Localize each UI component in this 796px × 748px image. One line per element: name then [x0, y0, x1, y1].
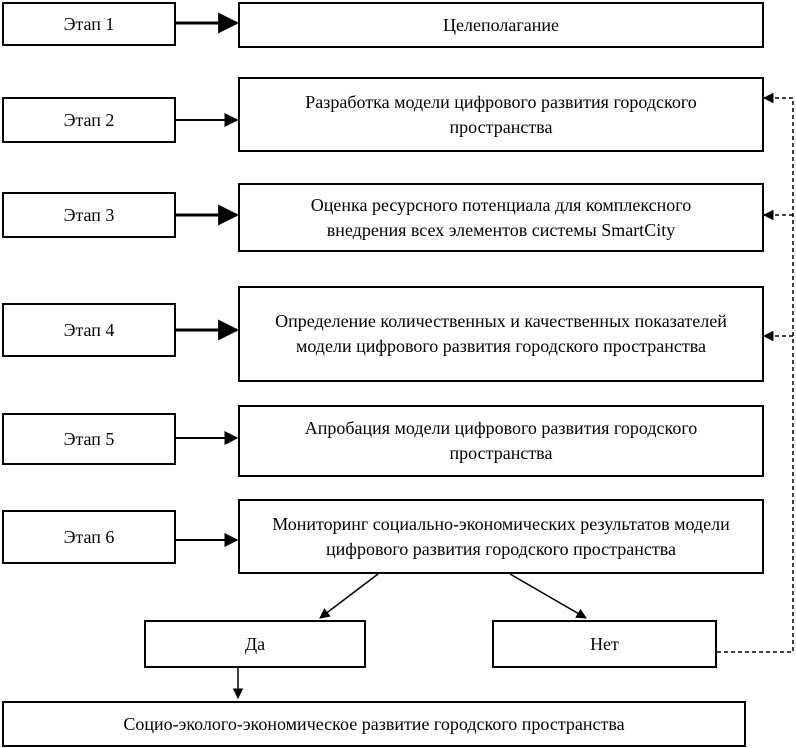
stage-4-label-text: Этап 4: [63, 319, 115, 340]
stage-6-label-text: Этап 6: [63, 526, 115, 547]
stage-6-box: Мониторинг социально-экономических резул…: [238, 499, 764, 574]
result-text: Социо-эколого-экономическое развитие гор…: [123, 713, 625, 734]
stage-5-text: Апробация модели цифрового развития горо…: [304, 418, 698, 463]
arrow-to-yes: [319, 573, 379, 619]
stage-6-label: Этап 6: [2, 510, 176, 564]
stage-4-box: Определение количественных и качественны…: [238, 286, 764, 382]
stage-3-label: Этап 3: [2, 192, 176, 238]
result-box: Социо-эколого-экономическое развитие гор…: [2, 701, 746, 747]
stage-2-label: Этап 2: [2, 97, 176, 143]
decision-no-text: Нет: [590, 633, 619, 654]
stage-3-text: Оценка ресурсного потенциала для комплек…: [310, 194, 692, 240]
decision-no-box: Нет: [492, 620, 717, 668]
stage-2-label-text: Этап 2: [63, 109, 115, 130]
stage-3-box: Оценка ресурсного потенциала для комплек…: [238, 183, 764, 252]
stage-1-box: Целеполагание: [238, 2, 764, 48]
stage-1-text: Целеполагание: [443, 14, 559, 35]
stage-3-label-text: Этап 3: [63, 204, 115, 225]
stage-1-label-text: Этап 1: [63, 13, 115, 34]
stage-6-text: Мониторинг социально-экономических резул…: [272, 513, 730, 559]
stage-5-box: Апробация модели цифрового развития горо…: [238, 405, 764, 477]
arrow-to-no: [509, 573, 587, 619]
stage-1-label: Этап 1: [2, 2, 176, 46]
stage-4-label: Этап 4: [2, 303, 176, 357]
decision-yes-box: Да: [144, 620, 366, 668]
stage-4-text: Определение количественных и качественны…: [275, 311, 727, 356]
stage-5-label: Этап 5: [2, 413, 176, 465]
stage-2-text: Разработка модели цифрового развития гор…: [305, 91, 697, 137]
decision-yes-text: Да: [244, 633, 266, 654]
stage-2-box: Разработка модели цифрового развития гор…: [238, 77, 764, 152]
stage-5-label-text: Этап 5: [63, 428, 115, 449]
